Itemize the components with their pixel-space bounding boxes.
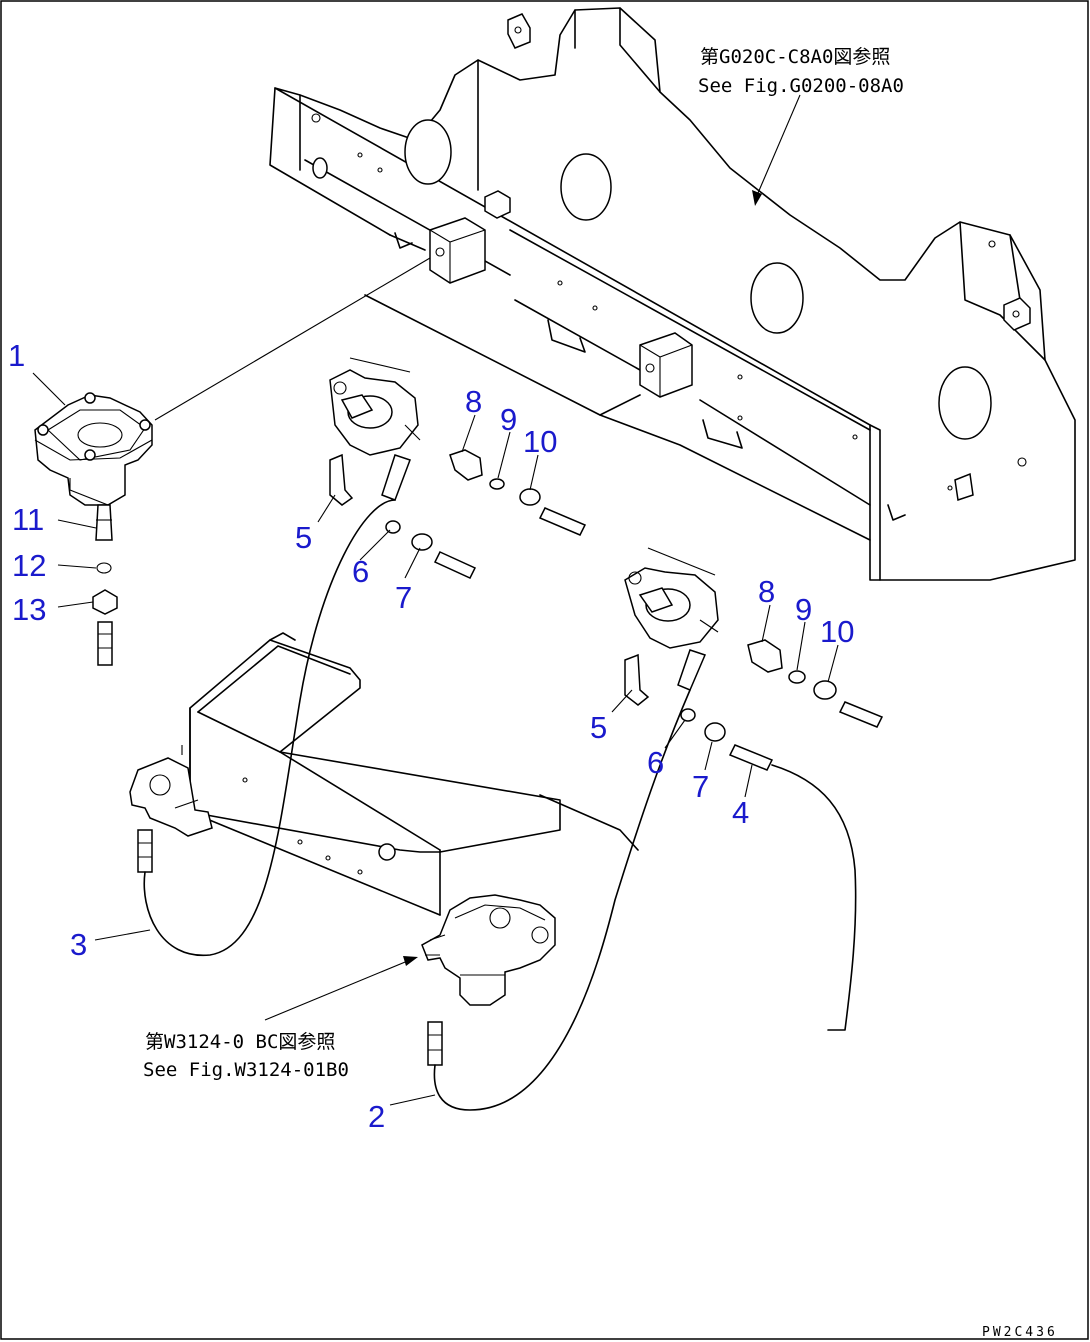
callout-10: 10 <box>523 424 557 459</box>
callout-5: 5 <box>295 520 312 555</box>
callout-1: 1 <box>8 338 25 373</box>
leader-lines <box>32 372 839 1106</box>
callout-7: 7 <box>395 580 412 615</box>
drawing-code: PW2C436 <box>982 1325 1058 1340</box>
callout-11: 11 <box>12 502 44 537</box>
callout-7: 7 <box>692 769 709 804</box>
brake-valve-lower <box>624 547 884 771</box>
callout-2: 2 <box>368 1099 385 1134</box>
relay-valve <box>34 392 153 666</box>
frame-reference-en: See Fig.G0200-08A0 <box>698 75 904 97</box>
frame-hole <box>938 366 992 440</box>
callout-4: 4 <box>732 795 749 830</box>
callout-9: 9 <box>500 402 517 437</box>
callout-13: 13 <box>12 592 46 627</box>
callout-8: 8 <box>758 574 775 609</box>
callout-12: 12 <box>12 548 46 583</box>
callout-8: 8 <box>465 384 482 419</box>
frame-hole <box>750 262 804 334</box>
relay-valve-lower <box>421 894 556 1066</box>
chassis-frame <box>269 7 1076 581</box>
valve-reference-jp: 第W3124-0 BC図参照 <box>145 1031 335 1053</box>
reference-arrows <box>264 94 801 1021</box>
callout-labels: 1 2 3 4 5 6 7 8 9 10 5 6 7 8 9 10 11 12 … <box>8 338 854 1134</box>
frame-hole <box>404 119 452 185</box>
frame-hole <box>560 153 612 221</box>
air-hoses <box>143 499 857 1111</box>
callout-5: 5 <box>590 710 607 745</box>
callout-6: 6 <box>647 745 664 780</box>
callout-6: 6 <box>352 554 369 589</box>
valve-reference-en: See Fig.W3124-01B0 <box>143 1059 349 1081</box>
frame-reference-jp: 第G020C-C8A0図参照 <box>700 46 890 68</box>
brake-valve-upper <box>329 357 587 579</box>
air-tank <box>129 632 639 916</box>
mounting-block <box>639 332 693 398</box>
callout-9: 9 <box>795 592 812 627</box>
mounting-block <box>429 217 486 284</box>
callout-10: 10 <box>820 614 854 649</box>
callout-3: 3 <box>70 927 87 962</box>
